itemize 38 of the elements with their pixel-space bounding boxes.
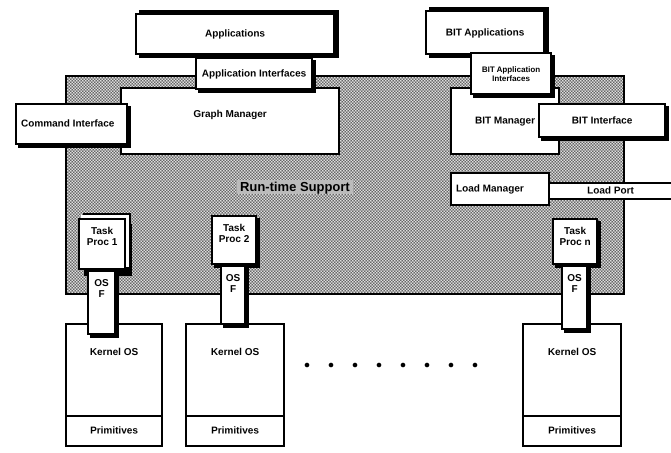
box-label: BIT Manager [474, 116, 536, 126]
box-label: Kernel OS [88, 347, 140, 358]
box-label: Application Interfaces [200, 68, 308, 79]
box-label: Task Proc n [558, 226, 592, 248]
component-box [15, 103, 128, 145]
box-label: Kernel OS [546, 347, 598, 358]
component-box [120, 87, 340, 155]
box-label: Graph Manager [192, 109, 268, 120]
component-box [538, 103, 666, 138]
box-label: Primitives [89, 426, 139, 436]
box-label: Load Port [586, 186, 635, 196]
container-box [185, 323, 285, 447]
component-box [211, 215, 257, 265]
component-box [552, 218, 598, 265]
box-label: BIT Applications [444, 27, 526, 38]
box-label: Applications [204, 28, 266, 40]
box-label: Primitives [210, 426, 260, 436]
box-label: OS F [566, 273, 583, 295]
box-label: BIT Interface [570, 115, 634, 126]
container-box [65, 323, 163, 447]
component-box [561, 265, 588, 330]
component-box [220, 265, 246, 325]
box-label: Command Interface [21, 118, 116, 130]
box-label: BIT Application Interfaces [480, 64, 542, 82]
component-box [195, 57, 313, 90]
component-box [470, 52, 552, 95]
component-box [450, 172, 550, 206]
box-label: Task Proc 2 [218, 223, 250, 245]
box-label: Primitives [547, 426, 597, 436]
region-label: Run-time Support [237, 180, 353, 194]
container-box [522, 323, 622, 447]
box-label: OS F [224, 273, 242, 295]
box-label: Load Manager [456, 184, 525, 194]
box-label: OS F [93, 278, 110, 300]
box-label: Task Proc 1 [86, 226, 118, 248]
component-box [87, 270, 116, 335]
component-box [548, 182, 671, 200]
box-label: Kernel OS [210, 347, 260, 358]
